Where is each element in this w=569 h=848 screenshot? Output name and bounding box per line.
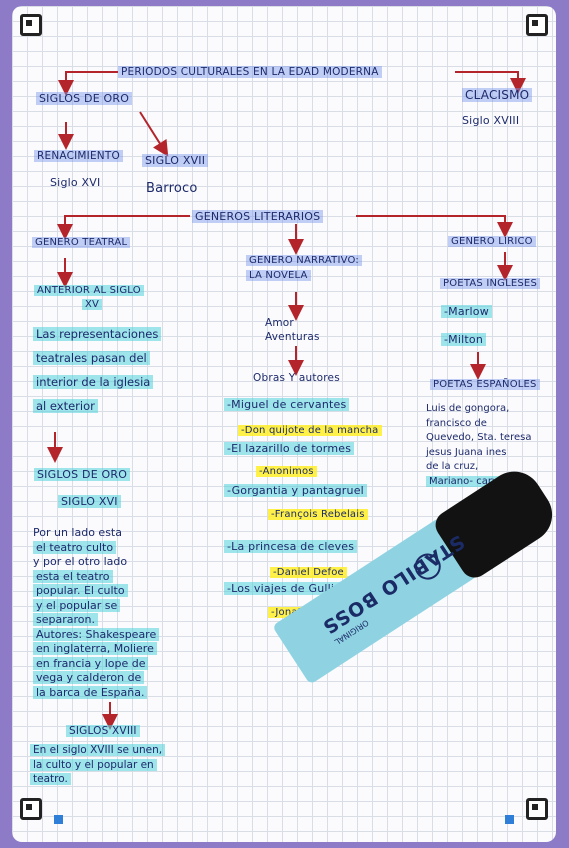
arrow-generos-lirico — [356, 215, 513, 238]
teatral-description: Por un lado esta el teatro culto y por e… — [33, 526, 160, 700]
arrow-title-siglos — [58, 71, 118, 96]
arrow-generos-teatral — [57, 215, 190, 240]
poetas-espanoles-list: Luis de gongora, francisco de Quevedo, S… — [426, 402, 531, 489]
author-3: -François Rebelais — [268, 509, 368, 520]
desc-line-12: la barca de España. — [33, 685, 148, 699]
corner-marker-top-right — [526, 14, 548, 36]
desc-line-7: separaron. — [33, 613, 98, 626]
author-4: -Daniel Defoe — [270, 567, 347, 578]
esp-line-4: jesus Juana ines — [426, 446, 507, 458]
siglo-xvii-label: SIGLO XVII — [142, 154, 209, 167]
esp-line-3: Quevedo, Sta. teresa — [426, 432, 532, 443]
renacimiento-siglo: Siglo XVI — [50, 176, 101, 189]
notebook-page — [12, 6, 556, 842]
desc-line-2: el teatro culto — [33, 540, 117, 554]
work-1: -Miguel de cervantes — [224, 398, 350, 411]
desc-line-9: en inglaterra, Moliere — [33, 642, 157, 655]
clasicismo-label: CLACISMO — [462, 88, 533, 102]
teatral-siglo-xviii: SIGLOS XVIII — [66, 725, 140, 737]
generos-literarios-heading: GENEROS LITERARIOS — [192, 210, 324, 223]
barroco-label: Barroco — [146, 181, 198, 196]
rep-line-1: Las representaciones — [33, 327, 162, 341]
siglos-de-oro-label: SIGLOS DE ORO — [36, 92, 133, 105]
title-heading: PERIODOS CULTURALES EN LA EDAD MODERNA — [118, 66, 382, 78]
corner-marker-bottom-left — [20, 798, 42, 820]
teatral-siglos-de-oro: SIGLOS DE ORO — [34, 468, 131, 481]
desc-line-1: Por un lado esta — [33, 526, 122, 539]
desc-line-11: vega y calderon de — [33, 671, 145, 684]
blue-square-left — [54, 815, 63, 824]
renacimiento-label: RENACIMIENTO — [34, 150, 123, 162]
genero-narrativo-heading-2: LA NOVELA — [246, 270, 311, 281]
obras-autores-label: Obras Y autores — [253, 372, 340, 384]
poetas-ingleses: POETAS INGLESES — [440, 278, 541, 289]
esp-line-6: Mariano- carvajal — [426, 475, 519, 487]
arrow-siglos-xvii — [139, 111, 169, 157]
representaciones-block: Las representaciones teatrales pasan del… — [33, 322, 162, 418]
final-line-3: teatro. — [30, 773, 71, 785]
final-line-1: En el siglo XVIII se unen, — [30, 744, 166, 756]
final-line-2: la culto y el popular en — [30, 758, 157, 771]
work-4: -La princesa de cleves — [224, 540, 358, 553]
desc-line-6: y el popular se — [33, 598, 121, 612]
desc-line-10: en francia y lope de — [33, 656, 149, 670]
desc-line-4: esta el teatro — [33, 569, 113, 583]
esp-line-1: Luis de gongora, — [426, 403, 510, 414]
aventuras-label: Aventuras — [265, 331, 320, 343]
desc-line-3: y por el otro lado — [33, 555, 128, 568]
author-1: -Don quijote de la mancha — [238, 425, 382, 436]
author-2: -Anonimos — [256, 466, 317, 477]
arrow-title-clasicismo — [455, 71, 526, 94]
work-2: -El lazarillo de tormes — [224, 442, 355, 455]
desc-line-8: Autores: Shakespeare — [33, 627, 160, 641]
teatral-siglo-xvi: SIGLO XVI — [58, 495, 121, 508]
rep-line-4: al exterior — [33, 399, 98, 413]
genero-narrativo-heading-1: GENERO NARRATIVO: — [246, 255, 362, 266]
corner-marker-top-left — [20, 14, 42, 36]
milton: -Milton — [441, 333, 486, 346]
esp-line-5: de la cruz, — [426, 461, 479, 472]
blue-square-right — [505, 815, 514, 824]
rep-line-2: teatrales pasan del — [33, 351, 150, 365]
teatral-final: En el siglo XVIII se unen, la culto y el… — [30, 743, 166, 787]
genero-teatral-heading: GENERO TEATRAL — [32, 237, 131, 248]
corner-marker-bottom-right — [526, 798, 548, 820]
rep-line-3: interior de la iglesia — [33, 375, 154, 389]
anterior-siglo-line1: ANTERIOR AL SIGLO — [34, 285, 144, 296]
amor-label: Amor — [265, 317, 294, 329]
work-3: -Gorgantia y pantagruel — [224, 484, 367, 497]
genero-lirico-heading: GENERO LIRICO — [448, 236, 536, 247]
clasicismo-siglo: Siglo XVIII — [462, 114, 520, 127]
esp-line-2: francisco de — [426, 417, 487, 429]
marlow: -Marlow — [441, 305, 492, 318]
poetas-espanoles: POETAS ESPAÑOLES — [430, 379, 540, 390]
anterior-siglo-line2: XV — [82, 299, 103, 310]
desc-line-5: popular. El culto — [33, 584, 128, 597]
